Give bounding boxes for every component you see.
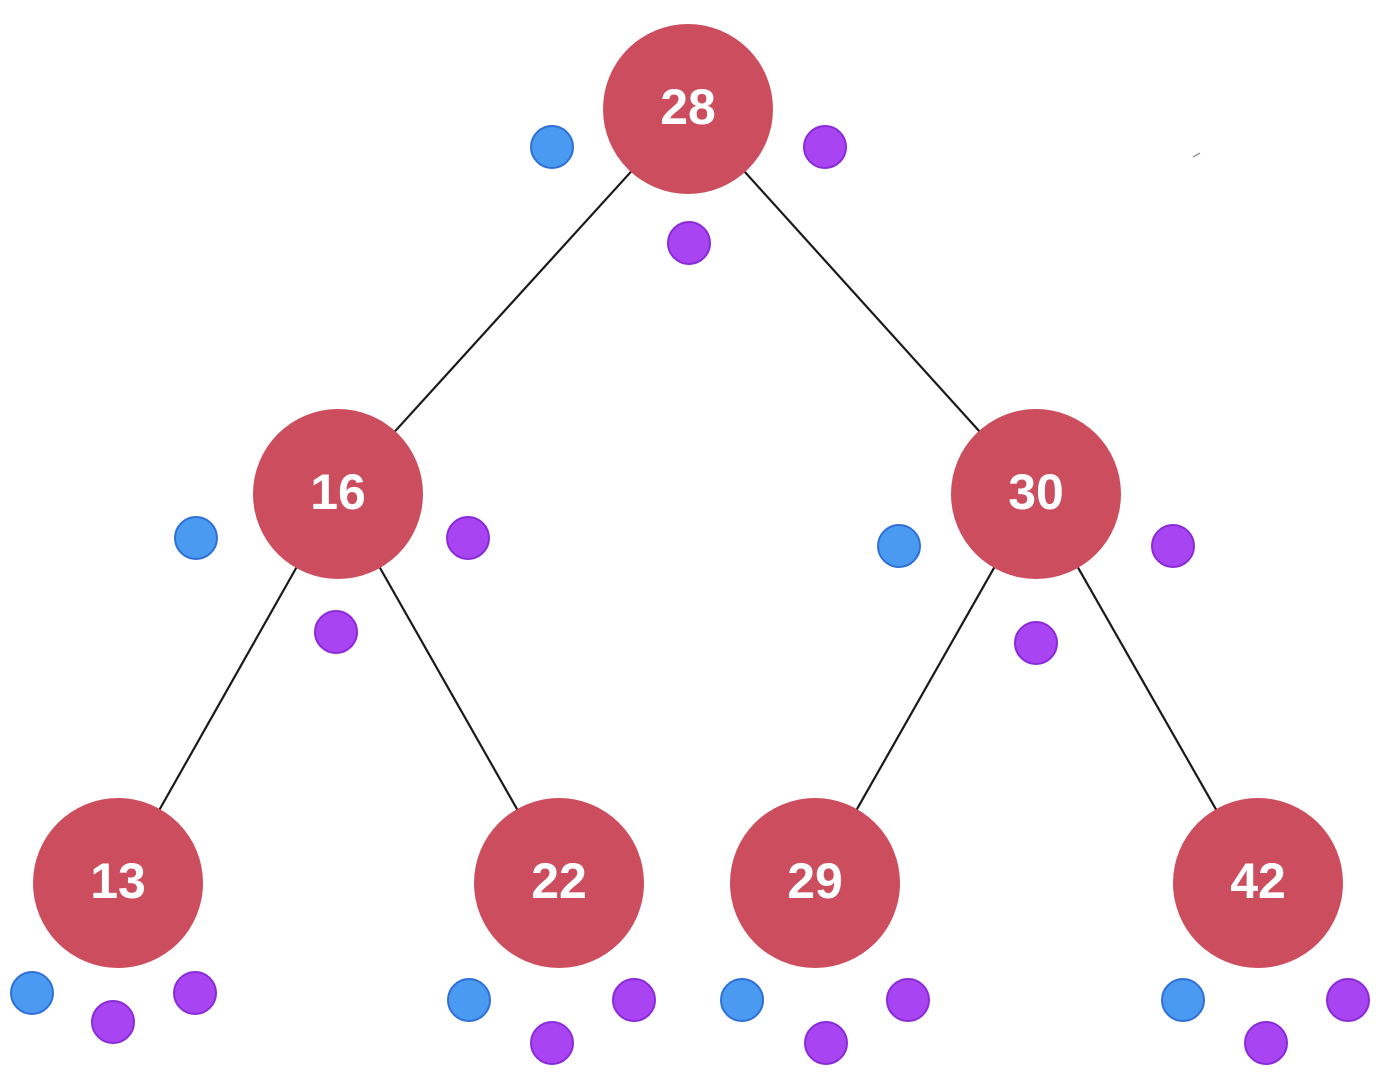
tree-node-42: 42 — [1173, 798, 1343, 968]
purple-dot-22-2 — [612, 978, 656, 1022]
edge-n30-n29 — [854, 563, 997, 814]
blue-dot-22-1 — [447, 978, 491, 1022]
node-circle-30 — [951, 409, 1121, 579]
purple-dot-30-3 — [1014, 621, 1058, 665]
purple-dot-22-3 — [530, 1021, 574, 1065]
edge-n28-n30 — [741, 168, 983, 435]
edge-n16-n22 — [377, 563, 520, 814]
node-label-28: 28 — [660, 79, 716, 135]
edge-n28-n16 — [391, 168, 635, 435]
node-circle-28 — [603, 24, 773, 194]
node-circle-29 — [730, 798, 900, 968]
node-circle-13 — [33, 798, 203, 968]
tree-node-29: 29 — [730, 798, 900, 968]
node-label-22: 22 — [531, 853, 587, 909]
node-circle-22 — [474, 798, 644, 968]
purple-dot-29-3 — [804, 1021, 848, 1065]
blue-dot-30-1 — [877, 524, 921, 568]
purple-dot-42-2 — [1326, 978, 1370, 1022]
purple-dot-16-2 — [446, 516, 490, 560]
blue-dot-29-1 — [720, 978, 764, 1022]
tree-node-28: 28 — [603, 24, 773, 194]
node-label-29: 29 — [787, 853, 843, 909]
node-circle-42 — [1173, 798, 1343, 968]
node-label-16: 16 — [310, 464, 366, 520]
node-label-13: 13 — [90, 853, 146, 909]
node-label-30: 30 — [1008, 464, 1064, 520]
purple-dot-28-2 — [803, 125, 847, 169]
purple-dot-13-2 — [173, 971, 217, 1015]
purple-dot-42-3 — [1244, 1021, 1288, 1065]
stray-mark — [1192, 152, 1201, 158]
edges-layer — [156, 168, 1219, 814]
edge-n16-n13 — [156, 563, 300, 814]
nodes-layer: 28 16 30 13 22 29 42 — [33, 24, 1343, 968]
dots-layer — [10, 125, 1370, 1065]
tree-node-22: 22 — [474, 798, 644, 968]
purple-dot-29-2 — [886, 978, 930, 1022]
purple-dot-30-2 — [1151, 524, 1195, 568]
purple-dot-28-3 — [667, 221, 711, 265]
blue-dot-16-1 — [174, 516, 218, 560]
tree-node-13: 13 — [33, 798, 203, 968]
tree-node-16: 16 — [253, 409, 423, 579]
node-circle-16 — [253, 409, 423, 579]
blue-dot-13-1 — [10, 971, 54, 1015]
tree-node-30: 30 — [951, 409, 1121, 579]
edge-n30-n42 — [1075, 563, 1219, 814]
purple-dot-13-3 — [91, 1000, 135, 1044]
blue-dot-28-1 — [530, 125, 574, 169]
purple-dot-16-3 — [314, 610, 358, 654]
blue-dot-42-1 — [1161, 978, 1205, 1022]
node-label-42: 42 — [1230, 853, 1286, 909]
